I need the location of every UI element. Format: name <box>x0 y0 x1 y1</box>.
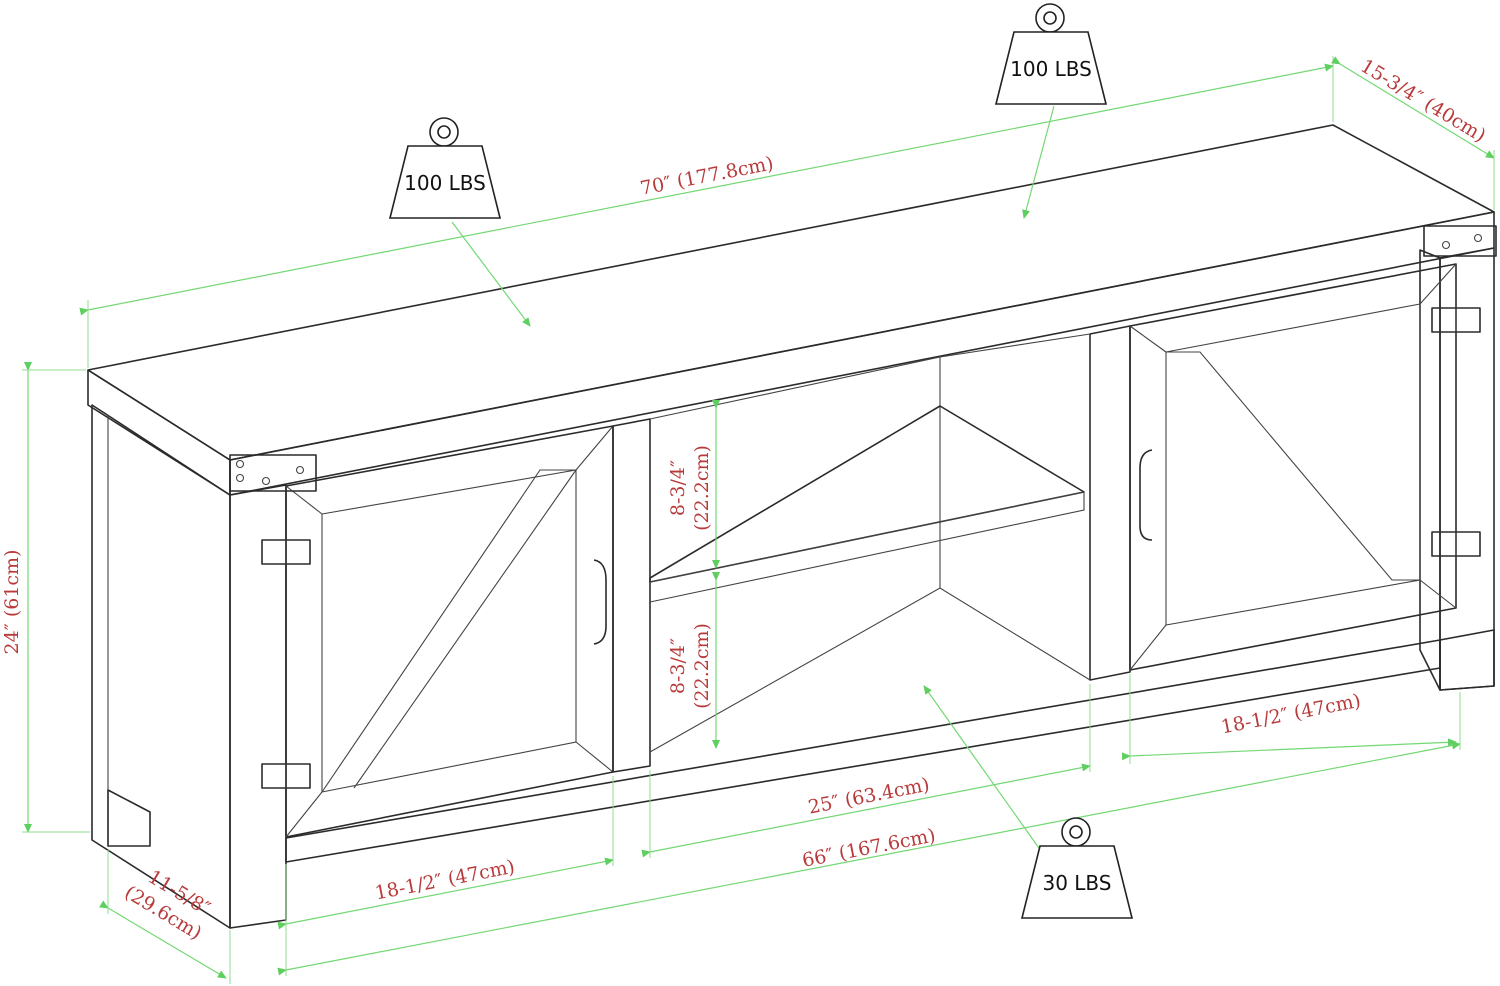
height-label: 24″ (61cm) <box>1 550 23 655</box>
center-left-divider <box>612 418 651 773</box>
right-door <box>1129 263 1457 671</box>
right-front-stile <box>1439 247 1495 691</box>
right-door-brace <box>1166 351 1420 581</box>
upper-shelf-gap-label-line1: 8-3/4″ <box>667 460 689 516</box>
left-door-handle <box>593 559 607 645</box>
center-opening-width-label: 25″ (63.4cm) <box>806 774 931 819</box>
left-door-panel <box>321 469 577 793</box>
center-opening-width-line <box>641 763 1091 858</box>
bottom-rail <box>285 639 1441 863</box>
weight-label-top-right: 100 LBS <box>1010 57 1092 81</box>
dimension-labels: 70″ (177.8cm) 15-3/4″ (40cm) 24″ (61cm) … <box>1 55 1490 945</box>
corner-bracket-right <box>1423 225 1497 257</box>
right-door-width-label: 18-1/2″ (47cm) <box>1219 690 1363 739</box>
lower-shelf-gap-label-line1: 8-3/4″ <box>667 638 689 694</box>
corner-bracket-left <box>229 454 317 492</box>
hinge-left-bottom <box>261 763 311 789</box>
left-door-width-label: 18-1/2″ (47cm) <box>373 856 517 905</box>
dimension-lines <box>22 56 1495 984</box>
tv-stand-drawing <box>87 124 1497 929</box>
right-door-panel <box>1165 303 1421 626</box>
left-door-brace <box>321 469 578 793</box>
weight-label-shelf: 30 LBS <box>1042 871 1111 895</box>
weight-pointer-shelf <box>923 685 1047 859</box>
top-depth-line <box>1331 56 1495 159</box>
upper-shelf-gap-label-line2: (22.2cm) <box>691 445 713 531</box>
right-door-handle <box>1139 449 1153 541</box>
left-front-stile <box>229 484 287 929</box>
weight-icon-top-right: 100 LBS <box>994 3 1108 105</box>
lower-shelf-gap-label-line2: (22.2cm) <box>691 623 713 709</box>
hinge-left-top <box>261 539 311 565</box>
left-back-leg <box>107 789 151 847</box>
weight-icon-shelf: 30 LBS <box>1020 817 1134 919</box>
base-depth-line <box>99 900 227 979</box>
overall-width-label: 70″ (177.8cm) <box>638 152 775 199</box>
center-right-divider <box>1089 325 1131 681</box>
hinge-right-bottom <box>1431 531 1481 557</box>
top-depth-label: 15-3/4″ (40cm) <box>1357 55 1490 147</box>
weight-label-top-left: 100 LBS <box>404 171 486 195</box>
overall-width-line <box>79 63 1334 316</box>
weight-icon-top-left: 100 LBS <box>388 117 502 219</box>
right-door-width-line <box>1121 738 1457 761</box>
hinge-right-top <box>1431 307 1481 333</box>
inner-width-label: 66″ (167.6cm) <box>800 824 937 871</box>
weight-pointer-top-left <box>451 221 531 327</box>
top-side-edge <box>87 369 231 496</box>
weight-pointer-top-right <box>1022 105 1055 219</box>
left-side-panel <box>91 404 231 929</box>
top-surface <box>87 124 1495 461</box>
